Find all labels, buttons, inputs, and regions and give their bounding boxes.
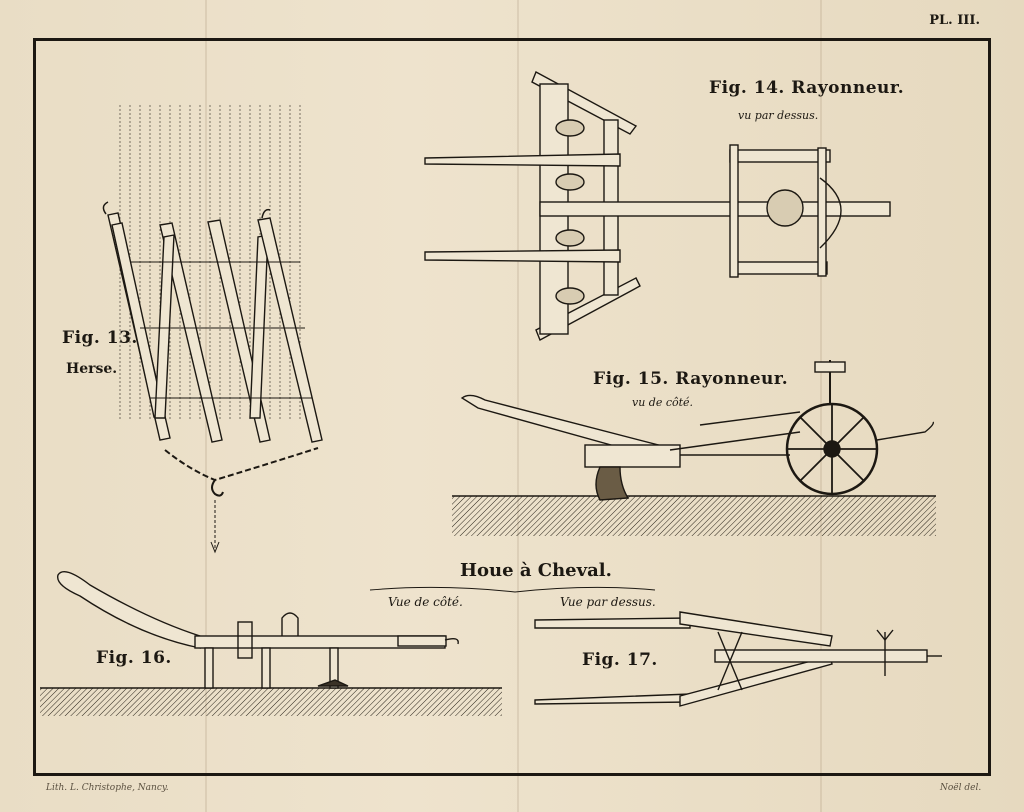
fig15-caption: vu de côté.: [632, 396, 694, 409]
fig13-name: Herse.: [66, 361, 118, 377]
fig16-caption: Vue de côté.: [388, 595, 463, 609]
plate-title: Houe à Cheval.: [460, 560, 612, 581]
paper-fold: [517, 0, 519, 812]
plate-frame: [33, 38, 991, 776]
fig14-label: Fig. 14. Rayonneur.: [709, 78, 905, 98]
plate-number: PL. III.: [929, 13, 980, 28]
fig13-label: Fig. 13.: [62, 328, 138, 348]
houe-top-view: [534, 611, 942, 707]
fig17-label: Fig. 17.: [582, 650, 658, 670]
title-flourish: [369, 586, 656, 593]
artist-credit: Noël del.: [940, 783, 982, 793]
rayonneur-side-view: [452, 360, 936, 536]
fig17-caption: Vue par dessus.: [560, 595, 656, 609]
rayonneur-top-view: [424, 71, 891, 341]
fig15-label: Fig. 15. Rayonneur.: [593, 369, 789, 389]
fig14-caption: vu par dessus.: [738, 109, 819, 122]
houe-side-view: [40, 571, 502, 716]
fig16-label: Fig. 16.: [96, 648, 172, 668]
lithographer-credit: Lith. L. Christophe, Nancy.: [46, 783, 169, 793]
harrow-drawing: [102, 105, 323, 554]
